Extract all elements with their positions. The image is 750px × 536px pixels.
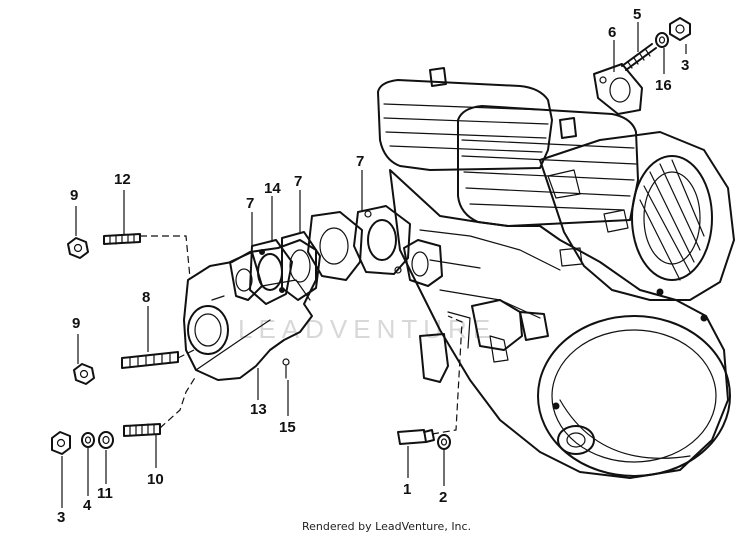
stud-12 xyxy=(103,233,141,245)
callout-9-upper: 9 xyxy=(70,187,78,204)
callout-2: 2 xyxy=(439,489,447,506)
callout-14: 14 xyxy=(264,180,281,197)
callout-1: 1 xyxy=(403,481,411,498)
callout-4: 4 xyxy=(83,497,92,514)
stud-5 xyxy=(621,43,657,71)
engine-assembly xyxy=(377,67,735,479)
callout-12: 12 xyxy=(114,171,131,188)
callout-3-top: 3 xyxy=(681,57,689,74)
manifold-gasket-14 xyxy=(249,239,293,305)
nut-9-upper xyxy=(67,237,89,259)
callout-labels: 5 6 3 16 9 12 7 14 7 7 8 9 13 15 10 3 4 … xyxy=(57,6,689,526)
exhaust-manifold xyxy=(183,239,317,381)
callout-10: 10 xyxy=(147,471,164,488)
gasket-front xyxy=(353,205,411,275)
callout-5: 5 xyxy=(633,6,641,23)
bolt-1 xyxy=(397,429,435,445)
washer-2 xyxy=(437,434,451,450)
stud-10 xyxy=(123,423,161,437)
leader-lines xyxy=(61,22,687,508)
washer-16 xyxy=(655,32,669,48)
callout-7-right: 7 xyxy=(356,153,364,170)
callout-13: 13 xyxy=(250,401,267,418)
stud-8 xyxy=(121,351,179,369)
callout-7-middle: 7 xyxy=(294,173,302,190)
washer-11 xyxy=(98,431,114,449)
nut-3-top xyxy=(669,17,691,41)
top-flange-gasket xyxy=(593,63,643,115)
callout-16: 16 xyxy=(655,77,672,94)
callout-9-lower: 9 xyxy=(72,315,80,332)
watermark-text: LEADVENTURE xyxy=(238,314,496,344)
callout-8: 8 xyxy=(142,289,150,306)
callout-6: 6 xyxy=(608,24,616,41)
manifold-gasket-7-right xyxy=(281,231,321,301)
nut-3-bottom xyxy=(51,431,71,455)
nut-9-lower xyxy=(73,363,95,385)
credit-text: Rendered by LeadVenture, Inc. xyxy=(302,520,471,533)
callout-11: 11 xyxy=(97,485,113,502)
callout-7-left: 7 xyxy=(246,195,254,212)
callout-3-bottom: 3 xyxy=(57,509,65,526)
callout-15: 15 xyxy=(279,419,296,436)
gasket-rear xyxy=(307,211,363,281)
washer-4 xyxy=(81,432,95,448)
